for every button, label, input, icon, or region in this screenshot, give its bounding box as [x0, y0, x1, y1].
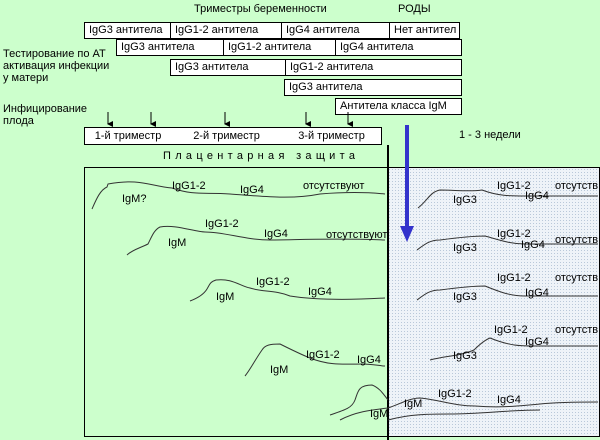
curve-right-5 — [339, 397, 599, 421]
weeks-label: 1 - 3 недели — [459, 129, 521, 141]
curve-right-2 — [416, 235, 598, 251]
curve-2-right-label-2: IgG1-2 — [497, 228, 531, 240]
table-cell: IgG4 антитела — [281, 22, 389, 39]
curve-4-left-label-1: IgM — [270, 364, 289, 376]
table-cell: IgG3 антитела — [284, 79, 462, 96]
table-cell: IgG3 антитела — [116, 39, 223, 56]
curve-right-4 — [429, 337, 598, 361]
curve-4-right-label-1: IgG3 — [453, 350, 477, 362]
curve-5-right-label-1: IgM — [404, 398, 423, 410]
curve-5-left-label-1: IgM — [370, 408, 389, 420]
curve-right-1 — [417, 189, 598, 209]
curve-row-1 — [91, 181, 386, 210]
curve-5-right-label-3: IgG4 — [497, 394, 521, 406]
curve-2-left-label-2: IgG1-2 — [205, 218, 239, 230]
trimester-3: 3-й триместр — [282, 127, 382, 145]
table-cell: IgG1-2 антитела — [170, 22, 281, 39]
birth-arrow-head — [400, 226, 414, 242]
curve-2-left-label-1: IgM — [168, 237, 187, 249]
trimester-2: 2-й триместр — [171, 127, 283, 145]
table-cell: IgG1-2 антитела — [285, 59, 462, 76]
infection-label-line-2: плода — [3, 115, 34, 127]
table-cell: IgG4 антитела — [335, 39, 462, 56]
curve-2-right-label-1: IgG3 — [453, 242, 477, 254]
curve-right-3 — [416, 285, 598, 301]
curve-2-right-label-3: IgG4 — [521, 239, 545, 251]
curve-1-right-label-4: отсутств — [555, 180, 599, 192]
placental-protection-label: Плацентарная защита — [163, 150, 360, 162]
curve-3-right-label-2: IgG1-2 — [497, 272, 531, 284]
curve-4-left-label-2: IgG1-2 — [306, 349, 340, 361]
curve-row-5 — [329, 384, 389, 416]
curve-1-left-label-3: IgG4 — [240, 184, 264, 196]
trimesters-title: Триместры беременности — [194, 3, 327, 15]
curve-4-left-label-3: IgG4 — [357, 354, 381, 366]
curve-3-right-label-1: IgG3 — [453, 291, 477, 303]
pregnancy-panel — [84, 167, 388, 437]
curve-4-right-label-4: отсутств — [555, 324, 599, 336]
curve-3-left-label-2: IgG1-2 — [256, 276, 290, 288]
curve-1-left-label-1: IgM? — [122, 193, 147, 205]
curve-3-left-label-1: IgM — [216, 291, 235, 303]
curve-4-right-label-3: IgG4 — [525, 336, 549, 348]
infection-label-line-1: Инфицирование — [3, 103, 88, 115]
table-cell: IgG3 антитела — [170, 59, 285, 76]
curve-3-right-label-4: отсутств — [555, 272, 599, 284]
curve-2-left-label-4: отсутствуют — [326, 229, 388, 241]
curve-1-right-label-1: IgG3 — [453, 194, 477, 206]
curve-right-5b — [387, 409, 541, 421]
curve-4-right-label-2: IgG1-2 — [494, 324, 528, 336]
birth-title: РОДЫ — [398, 3, 431, 15]
curve-row-2 — [126, 225, 386, 256]
testing-label-line-1: Тестирование по АТ — [3, 48, 106, 60]
curve-3-left-label-3: IgG4 — [308, 286, 332, 298]
curve-row-4 — [244, 343, 386, 377]
testing-label-line-2: активация инфекции — [3, 60, 110, 72]
curve-1-left-label-2: IgG1-2 — [172, 180, 206, 192]
testing-label-line-3: у матери — [3, 72, 49, 84]
table-cell: IgG3 антитела — [84, 22, 170, 39]
curve-2-right-label-4: отсутств — [555, 234, 599, 246]
table-cell: Нет антител — [389, 22, 460, 39]
curve-1-right-label-2: IgG1-2 — [497, 180, 531, 192]
trimester-1: 1-й триместр — [84, 127, 172, 145]
table-cell: Антитела класса IgM — [335, 98, 462, 115]
postnatal-panel — [388, 167, 600, 437]
curve-1-right-label-3: IgG4 — [525, 190, 549, 202]
curve-3-right-label-3: IgG4 — [525, 287, 549, 299]
curve-row-3 — [189, 279, 386, 302]
curve-2-left-label-3: IgG4 — [264, 228, 288, 240]
table-cell: IgG1-2 антитела — [223, 39, 335, 56]
curve-1-left-label-4: отсутствуют — [303, 180, 365, 192]
curve-5-right-label-2: IgG1-2 — [438, 388, 472, 400]
